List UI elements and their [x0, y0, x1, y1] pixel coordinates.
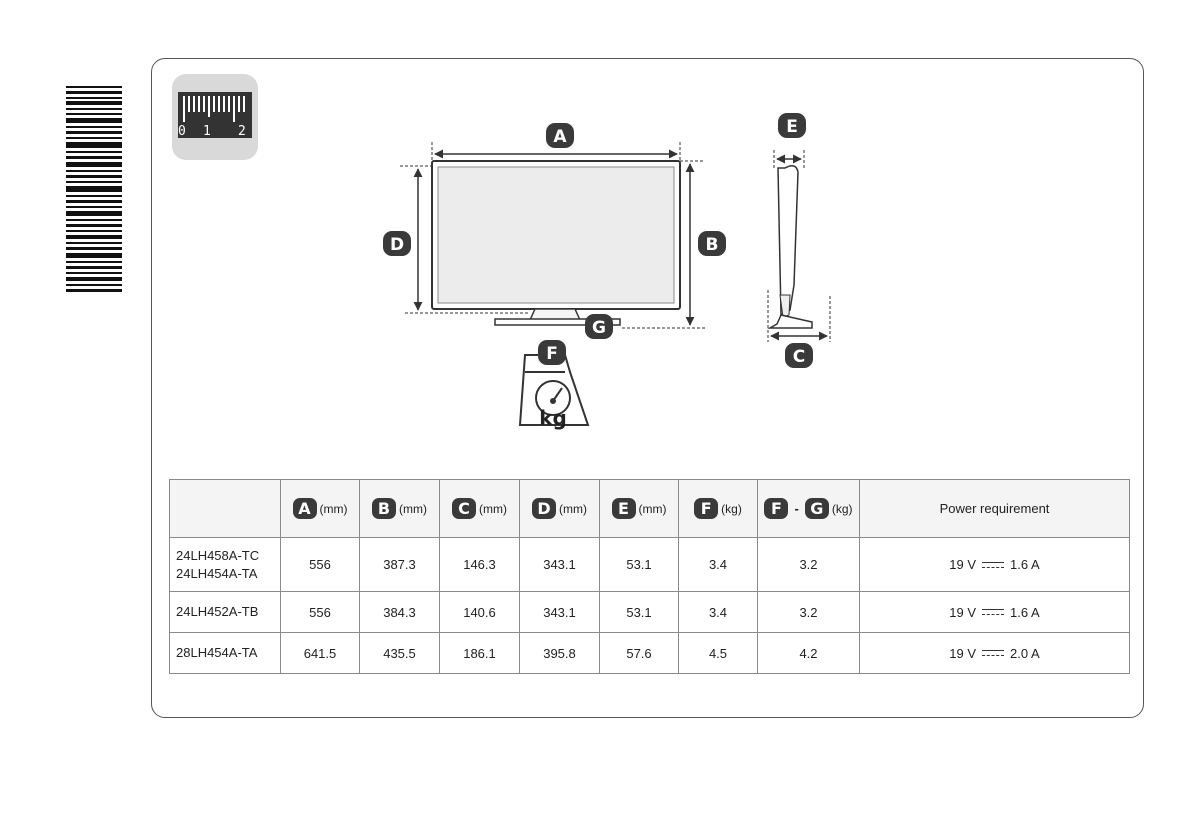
header-c: C(mm) — [439, 479, 520, 538]
ruler-tick-2: 2 — [238, 124, 246, 139]
badge-d: D — [383, 231, 411, 256]
tv-front-view — [400, 142, 705, 329]
cell-d: 395.8 — [519, 632, 600, 674]
spec-table: A(mm) B(mm) C(mm) D(mm) E(mm) F(kg) F-G(… — [169, 479, 1130, 674]
model-cell: 24LH452A-TB — [169, 591, 281, 633]
header-a: A(mm) — [280, 479, 360, 538]
cell-a: 641.5 — [280, 632, 360, 674]
cell-f: 3.4 — [678, 537, 758, 592]
table-row: 28LH454A-TA 641.5 435.5 186.1 395.8 57.6… — [169, 632, 1130, 674]
dc-symbol-icon — [982, 560, 1005, 570]
badge-g: G — [585, 314, 613, 339]
cell-a: 556 — [280, 591, 360, 633]
svg-text:B: B — [706, 235, 719, 255]
dc-symbol-icon — [982, 648, 1005, 658]
cell-c: 186.1 — [439, 632, 520, 674]
cell-f: 3.4 — [678, 591, 758, 633]
ruler-tick-1: 1 — [203, 124, 211, 139]
spec-card — [151, 58, 1144, 718]
weight-scale-icon: kg — [518, 354, 590, 430]
ruler-tick-0: 0 — [178, 124, 186, 139]
cell-b: 435.5 — [359, 632, 440, 674]
cell-fg: 3.2 — [757, 537, 860, 592]
model-cell: 28LH454A-TA — [169, 632, 281, 674]
badge-c: C — [785, 343, 813, 368]
cell-f: 4.5 — [678, 632, 758, 674]
cell-d: 343.1 — [519, 591, 600, 633]
header-e: E(mm) — [599, 479, 679, 538]
header-model — [169, 479, 281, 538]
barcode-graphic — [66, 86, 122, 292]
tv-dimension-diagram: kg A B D E C G F — [383, 113, 831, 430]
header-f-minus-g: F-G(kg) — [757, 479, 860, 538]
cell-b: 387.3 — [359, 537, 440, 592]
cell-a: 556 — [280, 537, 360, 592]
badge-b: B — [698, 231, 726, 256]
svg-text:E: E — [786, 117, 798, 137]
tv-side-view — [767, 150, 831, 342]
svg-text:F: F — [546, 344, 558, 364]
header-power: Power requirement — [859, 479, 1130, 538]
cell-e: 53.1 — [599, 591, 679, 633]
cell-c: 140.6 — [439, 591, 520, 633]
ruler-icon: 0 1 2 — [172, 74, 258, 160]
header-f: F(kg) — [678, 479, 758, 538]
cell-e: 57.6 — [599, 632, 679, 674]
svg-text:A: A — [553, 127, 567, 147]
svg-text:D: D — [390, 235, 404, 255]
cell-e: 53.1 — [599, 537, 679, 592]
table-row: 24LH452A-TB 556 384.3 140.6 343.1 53.1 3… — [169, 591, 1130, 633]
badge-e: E — [778, 113, 806, 138]
svg-text:C: C — [793, 347, 805, 367]
cell-fg: 4.2 — [757, 632, 860, 674]
badge-f: F — [538, 340, 566, 365]
cell-c: 146.3 — [439, 537, 520, 592]
header-d: D(mm) — [519, 479, 600, 538]
svg-text:G: G — [592, 318, 606, 338]
table-header-row: A(mm) B(mm) C(mm) D(mm) E(mm) F(kg) F-G(… — [169, 479, 1130, 538]
header-b: B(mm) — [359, 479, 440, 538]
cell-fg: 3.2 — [757, 591, 860, 633]
dc-symbol-icon — [982, 607, 1005, 617]
badge-a: A — [546, 123, 574, 148]
cell-b: 384.3 — [359, 591, 440, 633]
cell-d: 343.1 — [519, 537, 600, 592]
weight-unit-label: kg — [539, 406, 567, 430]
spec-table-wrap: A(mm) B(mm) C(mm) D(mm) E(mm) F(kg) F-G(… — [169, 479, 1130, 674]
